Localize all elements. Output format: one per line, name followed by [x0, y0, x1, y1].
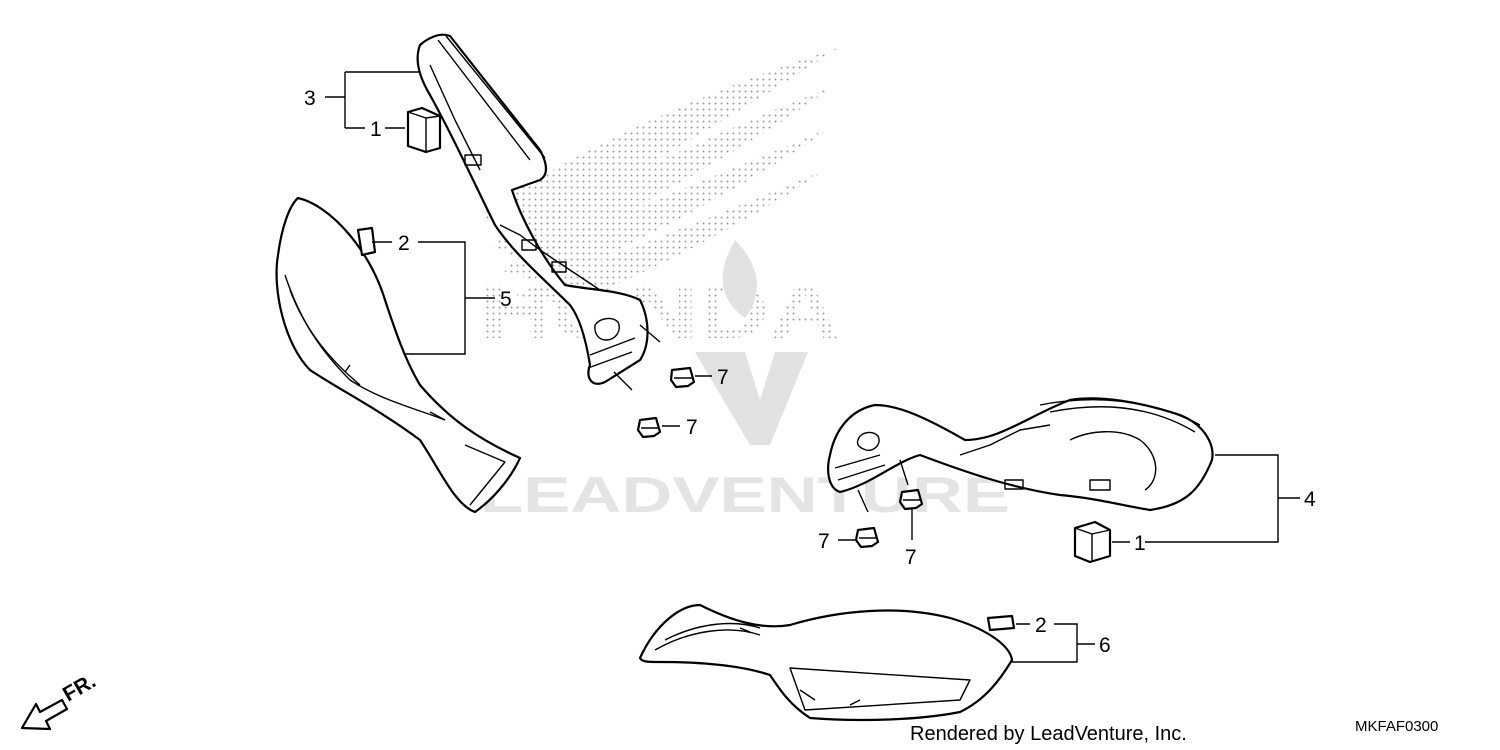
right-mirror-stay-part: [827, 397, 1214, 513]
leadventure-company-watermark: LEADVENTURE: [480, 467, 1010, 523]
callout-7-upper-b: 7: [686, 416, 698, 439]
left-mirror-stay-part: [416, 33, 661, 391]
honda-wing-watermark: [480, 48, 838, 305]
honda-brand-watermark: HONDA: [480, 267, 840, 355]
lower-pad-part: [986, 614, 1016, 632]
callout-1-lower: 1: [1134, 532, 1146, 555]
callout-6: 6: [1099, 634, 1111, 657]
front-direction-arrow-icon: FR.: [20, 669, 100, 731]
upper-rubber-block-part: [406, 106, 442, 154]
callout-7-lower-a: 7: [818, 530, 830, 553]
callout-2-upper: 2: [398, 232, 410, 255]
upper-pad-part: [356, 226, 377, 257]
callout-labels: 3 1 2 5 7 7 4 1 7 7 2 6: [304, 87, 1316, 657]
callout-2-lower: 2: [1035, 614, 1047, 637]
callout-5: 5: [500, 288, 512, 311]
diagram-code: MKFAF0300: [1355, 718, 1438, 735]
grommet-upper-b: [636, 416, 662, 439]
grommet-lower-a: [854, 526, 880, 549]
callout-3: 3: [304, 87, 316, 110]
right-mirror-cover-part: [638, 603, 1014, 722]
lower-rubber-block-part: [1073, 520, 1112, 564]
grommet-lower-b: [898, 488, 924, 511]
callout-7-upper-a: 7: [717, 366, 729, 389]
render-credit: Rendered by LeadVenture, Inc.: [910, 723, 1187, 745]
left-mirror-cover-part: [275, 196, 522, 514]
front-direction-label: FR.: [59, 669, 100, 706]
grommet-upper-a: [669, 366, 696, 389]
leader-lines: [325, 71, 1300, 663]
callout-7-lower-b: 7: [905, 546, 917, 569]
callout-1-upper: 1: [370, 118, 382, 141]
callout-4: 4: [1304, 488, 1316, 511]
leadventure-logo-watermark: [695, 240, 808, 445]
